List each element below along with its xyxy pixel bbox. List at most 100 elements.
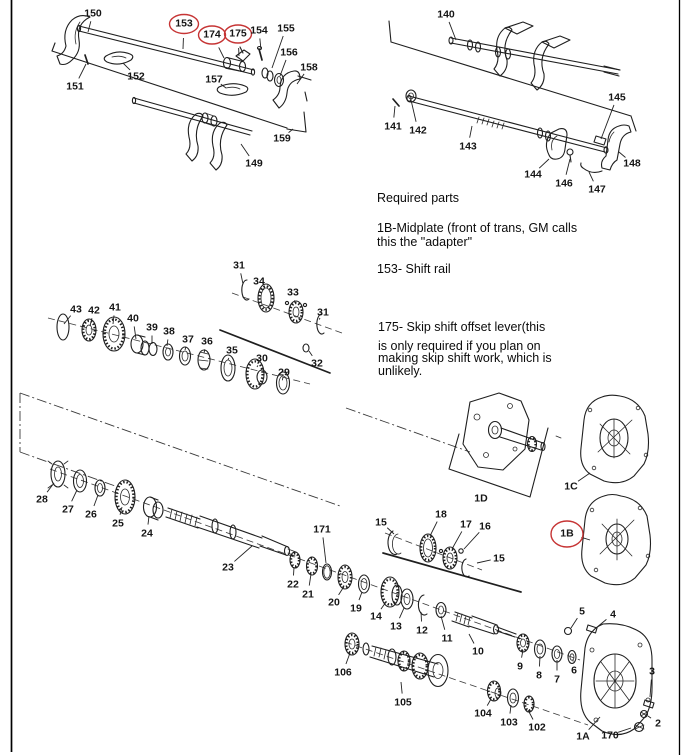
housing-1C <box>580 394 650 484</box>
leader-line-10 <box>468 633 475 644</box>
leader-line-145 <box>600 104 615 140</box>
leader-line-148 <box>618 151 626 158</box>
note-line-2: this the "adapter" <box>377 235 473 249</box>
part-label-30: 30 <box>256 353 268 365</box>
part-label-42: 42 <box>88 305 100 317</box>
part-label-159: 159 <box>273 133 291 145</box>
leader-line-32 <box>308 350 313 357</box>
part-label-157: 157 <box>205 74 223 86</box>
part-label-35: 35 <box>226 345 238 357</box>
part-label-13: 13 <box>390 621 402 633</box>
note-line-4: 175- Skip shift offset lever(this <box>378 320 546 334</box>
leader-line-28 <box>46 482 55 493</box>
note-line-7: unlikely. <box>378 364 423 378</box>
snap-ring-31b <box>316 313 325 335</box>
leader-line-37 <box>184 347 187 351</box>
leader-line-26 <box>93 494 99 507</box>
leader-line-140 <box>448 21 457 41</box>
part-label-144: 144 <box>524 169 542 181</box>
leader-line-36 <box>203 349 206 354</box>
note-line-3: 153- Shift rail <box>377 262 451 276</box>
leader-line-104 <box>486 698 492 706</box>
leader-line-12 <box>420 611 422 622</box>
leader-line-142 <box>410 99 417 122</box>
note-line-1: 1B-Midplate (front of trans, GM calls <box>377 221 578 235</box>
part-label-155: 155 <box>277 23 295 35</box>
bracket-159 <box>286 111 307 133</box>
leader-line-15b <box>476 559 491 564</box>
leader-line-147 <box>588 171 594 182</box>
part-label-29: 29 <box>278 367 290 379</box>
leader-line-14 <box>380 601 387 610</box>
leader-line-174 <box>218 47 225 59</box>
leader-line-38 <box>166 339 169 347</box>
part-label-23: 23 <box>222 562 234 574</box>
part-label-38: 38 <box>163 326 175 338</box>
part-label-6: 6 <box>571 665 577 677</box>
leader-line-13 <box>399 607 405 619</box>
part-label-104: 104 <box>474 708 492 720</box>
leader-lines <box>46 21 652 733</box>
leader-line-146 <box>565 158 571 175</box>
red-circle-175 <box>223 24 253 44</box>
part-label-158: 158 <box>300 62 318 74</box>
leader-line-15a <box>386 527 395 535</box>
shift-fork-158 <box>272 70 301 109</box>
part-label-31b: 31 <box>317 307 329 319</box>
shift-fork-148 <box>600 124 632 171</box>
part-label-37: 37 <box>182 334 194 346</box>
clip-147 <box>580 162 603 174</box>
part-label-11: 11 <box>441 633 452 645</box>
leader-line-4 <box>595 619 607 629</box>
part-label-5: 5 <box>579 606 585 618</box>
part-label-40: 40 <box>127 313 139 325</box>
part-label-4: 4 <box>610 609 616 621</box>
part-label-28: 28 <box>36 494 48 506</box>
red-circle-174 <box>197 25 227 45</box>
part-label-33: 33 <box>287 287 299 299</box>
part-label-147: 147 <box>588 184 606 196</box>
part-label-1A: 1A <box>576 731 590 743</box>
top-right-shift-rail-assembly <box>388 20 637 174</box>
part-label-146: 146 <box>555 178 573 190</box>
part-label-1C: 1C <box>564 481 578 493</box>
counter-gear-assembly <box>344 632 589 726</box>
leader-line-155 <box>271 35 284 69</box>
part-label-103: 103 <box>500 717 518 729</box>
part-label-18: 18 <box>435 509 447 521</box>
note-line-5: is only required if you plan on <box>378 339 541 353</box>
part-label-25: 25 <box>112 518 124 530</box>
leader-line-31a <box>240 273 244 285</box>
skip-shift-offset-lever-174-175 <box>222 46 251 73</box>
leader-line-25 <box>119 506 123 515</box>
leader-line-20 <box>338 587 344 596</box>
part-label-34: 34 <box>253 276 265 288</box>
part-label-175: 175 <box>229 28 247 40</box>
leader-line-103 <box>509 704 512 714</box>
leader-line-5 <box>570 617 578 629</box>
part-label-106: 106 <box>334 667 352 679</box>
part-label-14: 14 <box>370 611 382 623</box>
part-label-156: 156 <box>280 47 298 59</box>
bracket-144 <box>545 128 568 160</box>
part-label-10: 10 <box>472 646 484 658</box>
leader-line-149 <box>240 143 250 157</box>
part-label-149: 149 <box>245 158 263 170</box>
leader-line-42 <box>89 318 93 327</box>
leader-line-105 <box>400 681 403 694</box>
reverse-idler-subassembly <box>382 530 522 593</box>
part-label-153: 153 <box>175 18 193 30</box>
input-gear-train <box>47 279 343 395</box>
part-label-142: 142 <box>409 125 427 137</box>
leader-line-41 <box>112 315 115 325</box>
note-line-6: making skip shift work, which is <box>378 351 552 365</box>
part-label-151: 151 <box>66 81 84 93</box>
part-label-145: 145 <box>608 92 626 104</box>
leader-line-19 <box>358 591 363 601</box>
part-label-16: 16 <box>479 521 491 533</box>
part-label-8: 8 <box>536 670 542 682</box>
leader-line-23 <box>234 545 253 562</box>
part-label-12: 12 <box>416 625 428 637</box>
leader-line-16 <box>463 531 480 550</box>
leader-line-8 <box>538 655 541 667</box>
